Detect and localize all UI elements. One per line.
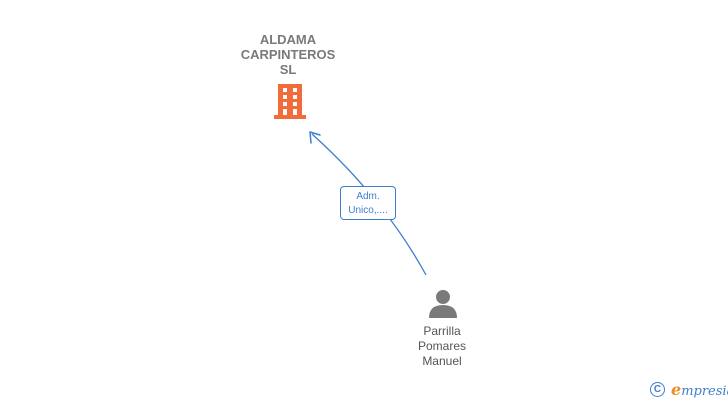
company-name: ALDAMA CARPINTEROS SL	[240, 32, 336, 77]
brand-name: empresia	[671, 379, 728, 399]
role-label[interactable]: Adm. Unico,....	[340, 186, 396, 220]
copyright-icon: C	[650, 381, 665, 397]
person-name: Parrilla Pomares Manuel	[417, 324, 467, 368]
building-icon[interactable]	[274, 82, 306, 119]
empresia-logo[interactable]: C empresia	[650, 378, 728, 400]
person-icon[interactable]	[428, 288, 458, 318]
